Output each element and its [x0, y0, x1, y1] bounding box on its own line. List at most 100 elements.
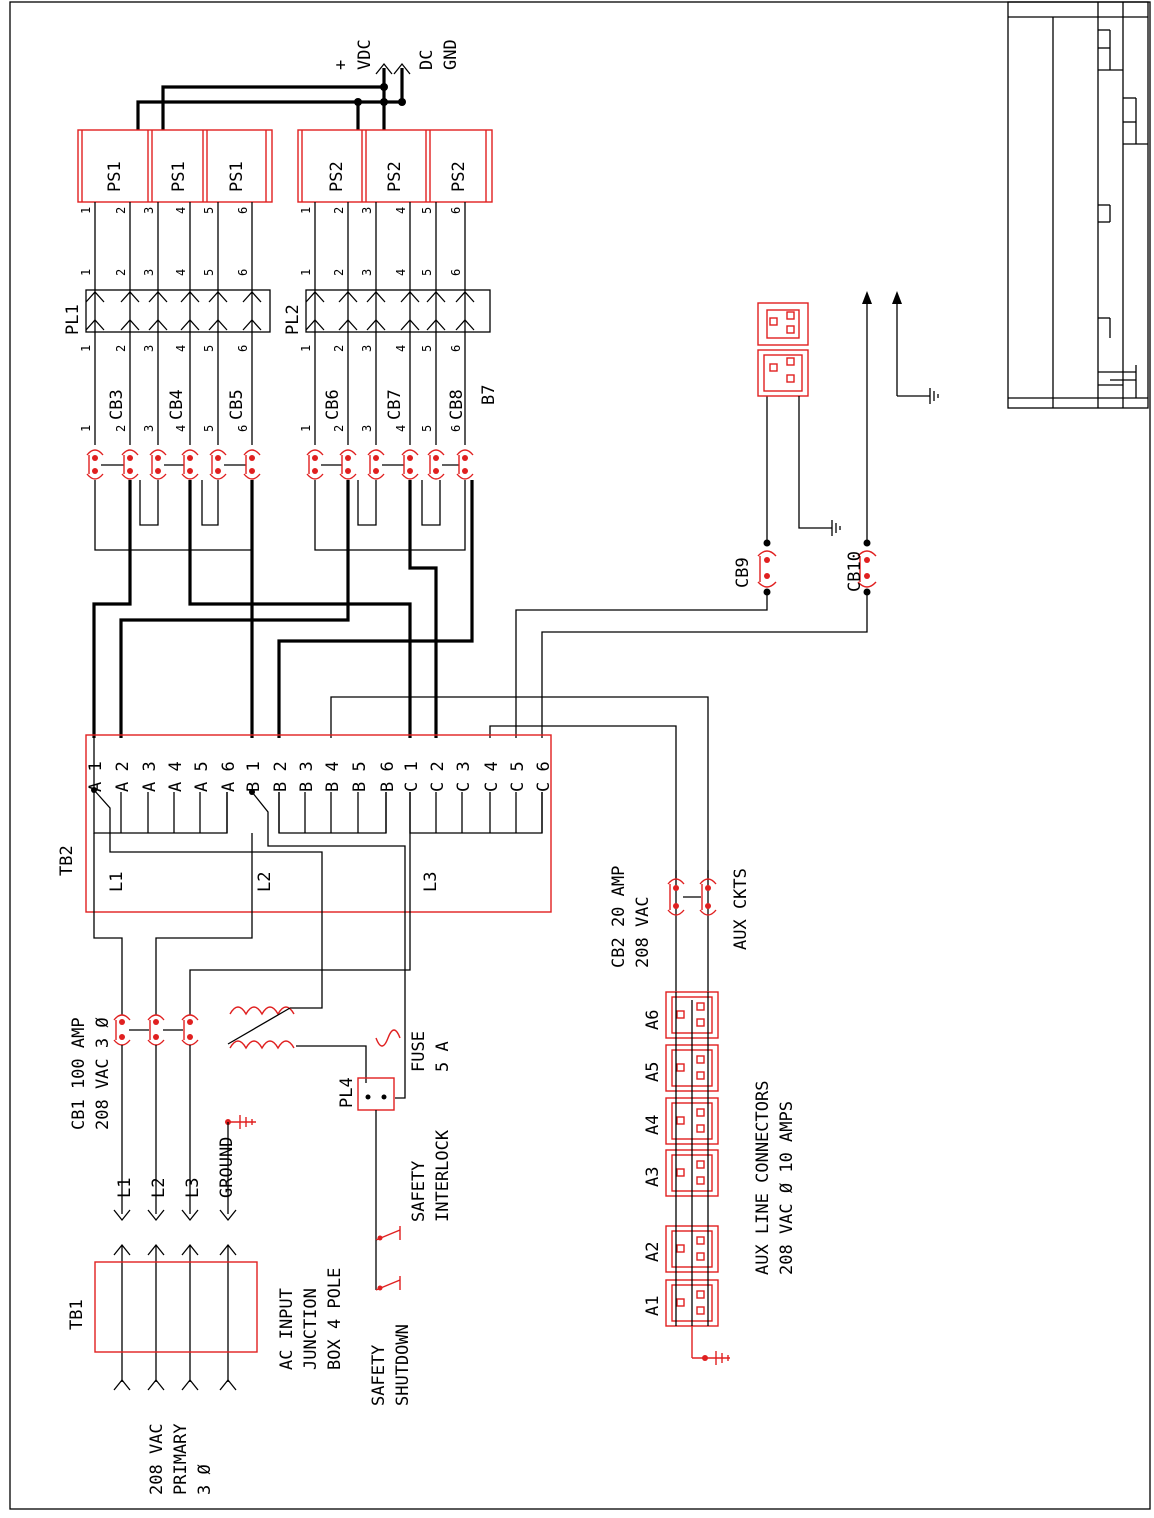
breaker-dot	[187, 1019, 193, 1025]
pin-number: 3	[360, 425, 374, 432]
plug-pin-arrow-icon	[208, 291, 228, 303]
breaker-dot	[373, 468, 379, 474]
tb2-block	[85, 734, 552, 1099]
cb1-breaker	[113, 1010, 199, 1214]
aux-connector-label: A3	[643, 1167, 663, 1187]
breaker-dot	[462, 468, 468, 474]
fuse	[375, 1029, 401, 1047]
pin-number: 1	[299, 207, 313, 214]
breaker-contact	[456, 449, 474, 456]
tb2-terminal-label: C 1	[402, 761, 422, 792]
plug-pin-arrow-icon	[338, 291, 358, 303]
ps1-label-1: PS1	[105, 161, 125, 192]
input-ground-label: GROUND	[217, 1137, 237, 1198]
outlet-slot	[696, 1108, 705, 1117]
tb2-terminal-label: A 6	[219, 761, 239, 792]
pin-number: 4	[394, 345, 408, 352]
plug-pin-arrow-icon	[338, 319, 358, 331]
breaker-contact	[209, 473, 227, 480]
pin-number: 5	[420, 269, 434, 276]
aux-connector-label: A5	[643, 1062, 663, 1082]
pin-number: 6	[236, 425, 250, 432]
plug-pin-arrow-icon	[120, 291, 140, 303]
plug-pin-arrow-icon	[180, 291, 200, 303]
safety-interlock-switch	[375, 1226, 401, 1241]
aux-feed-wires	[330, 592, 868, 880]
pin-number: 5	[202, 207, 216, 214]
pin-number: 2	[332, 345, 346, 352]
gnd-label: GND	[441, 39, 461, 70]
pin-number: 1	[299, 269, 313, 276]
ground-symbol	[225, 1115, 256, 1129]
pin-number: 5	[420, 207, 434, 214]
breaker-dot	[187, 1034, 193, 1040]
plus-label: +	[331, 60, 351, 70]
pin-number: 5	[202, 269, 216, 276]
breaker-contact	[401, 473, 419, 480]
breaker-dot	[249, 455, 255, 461]
cb10-label: CB10	[845, 551, 865, 592]
plug-pin-arrow-icon	[426, 319, 446, 331]
breaker-dot	[373, 455, 379, 461]
tb2-terminal-label: C 6	[534, 761, 554, 792]
pl1-housing	[85, 289, 271, 333]
aux-connectors-line2: 208 VAC Ø 10 AMPS	[777, 1101, 797, 1275]
breaker-dot	[249, 468, 255, 474]
outlet-slot	[696, 1071, 705, 1080]
safety-shutdown-line2: SHUTDOWN	[393, 1324, 413, 1406]
primary-line1: 208 VAC	[147, 1423, 167, 1495]
tb2-terminal-lines	[120, 792, 543, 833]
pin-number: 2	[114, 269, 128, 276]
plug-pins	[85, 291, 475, 331]
primary-line3: 3 Ø	[195, 1464, 215, 1495]
tb2-l2-label: L2	[255, 872, 275, 892]
outlet-slot	[696, 1236, 705, 1245]
breaker-contact	[181, 473, 199, 480]
pin-number: 4	[174, 207, 188, 214]
aux-connector-label: A2	[643, 1242, 663, 1262]
arrow-up-icon	[181, 1378, 199, 1391]
plug-pin-arrow-icon	[242, 319, 262, 331]
pin-number: 5	[420, 345, 434, 352]
aux-connectors-line1: AUX LINE CONNECTORS	[753, 1081, 773, 1275]
pl2-label: PL2	[283, 304, 303, 335]
aux-connector-label: A6	[643, 1010, 663, 1030]
fuse-line2: 5 A	[433, 1041, 453, 1072]
breaker-dot	[153, 1034, 159, 1040]
breaker-dot	[345, 455, 351, 461]
breaker-contact	[86, 473, 104, 480]
safety-shutdown-switch	[375, 1240, 401, 1291]
breaker-contact	[339, 449, 357, 456]
arrow-up-icon	[147, 1378, 165, 1391]
plug-pin-arrow-icon	[208, 319, 228, 331]
outlet-slot	[696, 1055, 705, 1064]
cb3-cb8-contacts	[86, 449, 474, 480]
arrow-down-icon	[113, 1209, 131, 1222]
pin-number: 5	[202, 425, 216, 432]
breaker-contact	[147, 1014, 165, 1021]
breaker-contact	[113, 1039, 131, 1046]
breaker-contact	[427, 449, 445, 456]
outlet-slot	[676, 1116, 685, 1125]
aux-ckts-label: AUX CKTS	[731, 868, 751, 950]
thick-feeders	[92, 480, 474, 738]
pin-number: 1	[79, 345, 93, 352]
outlet-slot	[676, 1244, 685, 1253]
breaker-dot	[433, 468, 439, 474]
aux-connector-label: A1	[643, 1296, 663, 1316]
ps1-group	[77, 129, 273, 203]
breaker-contact	[147, 1039, 165, 1046]
plug-pin-arrow-icon	[400, 291, 420, 303]
cb9-breaker	[757, 396, 777, 596]
breaker-dot	[433, 455, 439, 461]
pin-number: 4	[174, 345, 188, 352]
outlet-slot	[676, 1010, 685, 1019]
cb7-label: CB7	[385, 389, 405, 420]
breaker-contact	[339, 473, 357, 480]
plug-pin-arrow-icon	[305, 319, 325, 331]
cb5-label: CB5	[227, 389, 247, 420]
breaker-contact	[86, 449, 104, 456]
breaker-contact	[121, 449, 139, 456]
